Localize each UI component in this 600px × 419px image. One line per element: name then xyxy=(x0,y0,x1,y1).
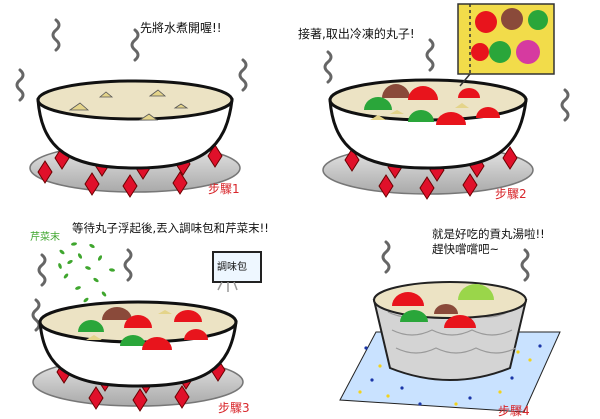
panel-3: 調味包 等待丸子浮起後,丟入調味包和芹菜末!! 芹菜末 步驟3 xyxy=(30,221,269,415)
steam-icon xyxy=(560,88,570,122)
panel-1: 先將水煮開喔!! 步驟1 xyxy=(15,18,248,198)
steam-icon xyxy=(323,50,333,84)
panel-2-step-label: 步驟2 xyxy=(495,187,527,201)
panel-2-caption: 接著,取出冷凍的丸子! xyxy=(298,26,415,41)
steam-icon xyxy=(37,253,47,287)
seasoning-packet: 調味包 xyxy=(212,251,262,292)
steam-icon xyxy=(51,18,61,52)
celery-label: 芹菜末 xyxy=(30,230,60,243)
steam-icon xyxy=(31,298,41,332)
steam-icon xyxy=(381,240,391,274)
frozen-meatball-package xyxy=(457,3,555,75)
panel-4-caption-line-2: 趕快嚐嚐吧~ xyxy=(432,242,499,256)
meatballs xyxy=(78,307,208,350)
mat-dots xyxy=(358,344,542,406)
steam-icon xyxy=(123,248,133,282)
panel-1-caption: 先將水煮開喔!! xyxy=(140,20,222,35)
meatballs xyxy=(392,284,494,328)
panel-1-step-label: 步驟1 xyxy=(208,182,240,196)
steam-icon xyxy=(425,38,435,72)
panel-4-caption-line-1: 就是好吃的貢丸湯啦!! xyxy=(432,227,545,241)
steam-icon xyxy=(130,28,140,62)
steam-icon xyxy=(238,58,248,92)
panel-2: 接著,取出冷凍的丸子! 步驟2 xyxy=(298,3,570,201)
panel-4-step-label: 步驟4 xyxy=(498,404,530,418)
panel-3-caption: 等待丸子浮起後,丟入調味包和芹菜末!! xyxy=(72,221,269,235)
steam-icon xyxy=(520,248,530,282)
panel-4: 就是好吃的貢丸湯啦!! 趕快嚐嚐吧~ 步驟4 xyxy=(339,227,561,418)
seasoning-label: 調味包 xyxy=(217,260,247,273)
meatballs xyxy=(364,84,500,125)
broth xyxy=(36,79,234,121)
steam-icon xyxy=(15,68,25,102)
panel-3-step-label: 步驟3 xyxy=(218,401,250,415)
